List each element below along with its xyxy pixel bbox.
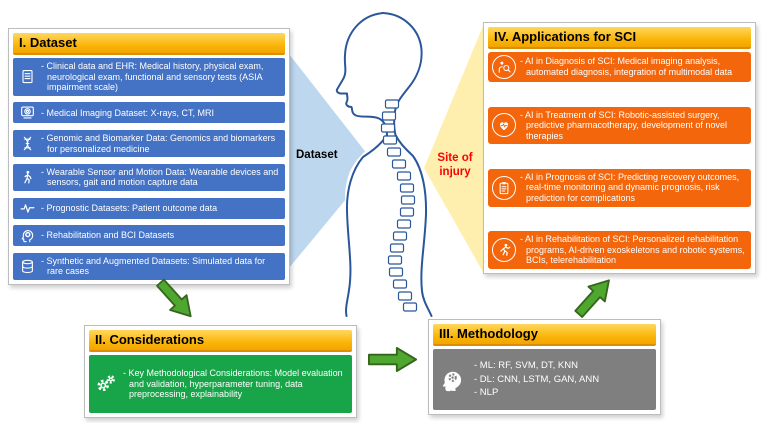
dataset-items: - Clinical data and EHR: Medical history… [13,58,285,280]
dataset-item: - Prognostic Datasets: Patient outcome d… [13,197,285,219]
application-item: - AI in Treatment of SCI: Robotic-assist… [488,106,751,145]
head-signal-icon [17,228,37,243]
applications-panel-title: IV. Applications for SCI [488,27,751,49]
head-gears-icon [439,367,467,393]
applications-panel: IV. Applications for SCI - AI in Diagnos… [483,22,756,274]
diagnosis-icon [492,55,516,79]
dataset-item-text: - Genomic and Biomarker Data: Genomics a… [41,132,276,154]
methodology-line: - DL: CNN, LSTM, GAN, ANN [474,373,600,385]
applications-items: - AI in Diagnosis of SCI: Medical imagin… [488,52,751,269]
considerations-items: - Key Methodological Considerations: Mod… [89,355,352,413]
pulse-icon [17,201,37,216]
mri-scanner-icon [17,105,37,120]
dataset-item-text: - Synthetic and Augmented Datasets: Simu… [41,255,266,277]
dataset-item-text: - Clinical data and EHR: Medical history… [41,61,264,93]
site-of-injury-label: Site of injury [437,152,473,179]
application-item: - AI in Rehabilitation of SCI: Personali… [488,231,751,269]
considerations-item-text: - Key Methodological Considerations: Mod… [123,368,343,400]
human-spine-illustration [335,11,433,317]
dataset-item: - Genomic and Biomarker Data: Genomics a… [13,129,285,158]
methodology-panel-title: III. Methodology [433,324,656,346]
dataset-item: - Wearable Sensor and Motion Data: Weara… [13,163,285,191]
application-item-text: - AI in Rehabilitation of SCI: Personali… [520,234,745,266]
methodology-items: - ML: RF, SVM, DT, KNN - DL: CNN, LSTM, … [433,349,656,410]
dna-icon [17,136,37,151]
database-icon [17,259,37,274]
dataset-item-text: - Medical Imaging Dataset: X-rays, CT, M… [41,107,215,118]
dataset-item: - Synthetic and Augmented Datasets: Simu… [13,252,285,280]
dataset-panel: I. Dataset - Clinical data and EHR: Medi… [8,28,290,285]
methodology-item: - ML: RF, SVM, DT, KNN - DL: CNN, LSTM, … [433,349,656,410]
arrow-considerations-to-methodology [368,346,418,378]
dataset-item: - Clinical data and EHR: Medical history… [13,58,285,96]
document-icon [17,69,37,84]
dataset-beam [289,54,375,268]
rehabilitation-icon [492,238,516,263]
methodology-lines: - ML: RF, SVM, DT, KNN - DL: CNN, LSTM, … [474,360,599,398]
treatment-icon [492,113,516,138]
dataset-item-text: - Prognostic Datasets: Patient outcome d… [41,202,218,213]
vertebrae [380,99,418,312]
considerations-item: - Key Methodological Considerations: Mod… [89,355,352,413]
considerations-panel: II. Considerations - Key Methodological … [84,325,357,418]
methodology-panel: III. Methodology - ML: RF, SVM, DT, KNN … [428,319,661,415]
methodology-line: - ML: RF, SVM, DT, KNN [474,360,578,372]
methodology-line: - NLP [474,387,499,399]
dataset-panel-title: I. Dataset [13,33,285,55]
application-item-text: - AI in Treatment of SCI: Robotic-assist… [520,109,727,141]
application-item-text: - AI in Prognosis of SCI: Predicting rec… [520,171,740,204]
dataset-item: - Medical Imaging Dataset: X-rays, CT, M… [13,102,285,124]
dataset-item-text: - Wearable Sensor and Motion Data: Weara… [41,166,279,188]
dataset-item-text: - Rehabilitation and BCI Datasets [41,230,175,241]
dataset-item: - Rehabilitation and BCI Datasets [13,225,285,247]
considerations-panel-title: II. Considerations [89,330,352,352]
application-item: - AI in Prognosis of SCI: Predicting rec… [488,168,751,207]
prognosis-icon [492,175,516,200]
dataset-beam-label: Dataset [296,149,338,161]
gears-icon [93,373,119,395]
arrow-dataset-to-considerations [146,273,201,329]
application-item-text: - AI in Diagnosis of SCI: Medical imagin… [520,56,733,77]
application-item: - AI in Diagnosis of SCI: Medical imagin… [488,52,751,82]
injury-beam [424,26,483,272]
arrow-methodology-to-applications [568,270,623,326]
walking-person-icon [17,170,37,185]
